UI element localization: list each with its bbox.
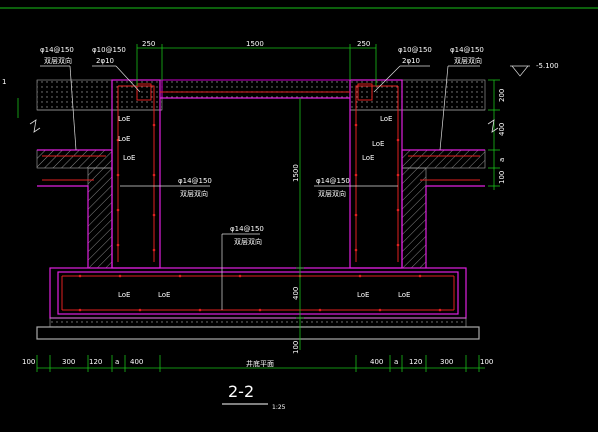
wall-label-right-sub: 双层双向 xyxy=(318,189,346,198)
elevation-label: -5.100 xyxy=(536,62,559,70)
leader-lines xyxy=(40,65,530,310)
bdim-7: a xyxy=(394,358,398,366)
bdim-0: 100 xyxy=(22,358,35,366)
dim-top-1500: 1500 xyxy=(246,40,264,48)
label-right-bar2: φ14@150 xyxy=(450,46,484,54)
loe-label-6: LoE xyxy=(362,154,374,162)
rdim-a: a xyxy=(498,158,506,162)
vdim-400: 400 xyxy=(292,287,300,300)
dim-top-right-250: 250 xyxy=(357,40,370,48)
loe-label-3: LoE xyxy=(123,154,135,162)
loe-label-4: LoE xyxy=(380,115,392,123)
rebar-lines xyxy=(42,83,480,311)
break-marks xyxy=(29,119,499,133)
loe-label-10: LoE xyxy=(398,291,410,299)
label-right-bar1: φ10@150 xyxy=(398,46,432,54)
top-slab xyxy=(161,79,351,99)
rdim-200: 200 xyxy=(498,89,506,102)
blinding-layer xyxy=(49,317,467,328)
vdim-100: 100 xyxy=(292,341,300,354)
hatch-band-right xyxy=(401,149,486,169)
section-title: 2-2 xyxy=(228,382,254,401)
label-left-bar1: φ14@150 xyxy=(40,46,74,54)
label-right-bar1-sub: 2φ10 xyxy=(402,57,420,65)
rdim-400: 400 xyxy=(498,123,506,136)
label-left-bar2-sub: 2φ10 xyxy=(96,57,114,65)
bdim-9: 300 xyxy=(440,358,453,366)
loe-label-2: LoE xyxy=(118,135,130,143)
hatch-band-left xyxy=(36,149,113,169)
bdim-10: 100 xyxy=(480,358,493,366)
wall-label-right: φ14@150 xyxy=(316,177,350,185)
vdim-1500: 1500 xyxy=(292,164,300,182)
edge-mark: 1 xyxy=(2,78,6,86)
dim-top-left-250: 250 xyxy=(142,40,155,48)
bdim-6: 400 xyxy=(370,358,383,366)
wall-label-left: φ14@150 xyxy=(178,177,212,185)
bdim-1: 300 xyxy=(62,358,75,366)
bdim-8: 120 xyxy=(409,358,422,366)
base-label-sub: 双层双向 xyxy=(234,237,262,246)
soil-slab-left xyxy=(36,79,163,111)
wall-label-left-sub: 双层双向 xyxy=(180,189,208,198)
section-scale: 1:25 xyxy=(272,404,286,411)
loe-label-8: LoE xyxy=(158,291,170,299)
wall-hatch-left xyxy=(87,167,113,269)
loe-label-5: LoE xyxy=(372,140,384,148)
bdim-2: 120 xyxy=(89,358,102,366)
base-label: φ14@150 xyxy=(230,225,264,233)
label-right-bar2-sub: 双层双向 xyxy=(454,56,482,65)
label-left-bar2: φ10@150 xyxy=(92,46,126,54)
loe-label-1: LoE xyxy=(118,115,130,123)
loe-label-9: LoE xyxy=(357,291,369,299)
dimension-lines xyxy=(17,44,500,372)
rebar-dots xyxy=(78,123,442,312)
loe-label-7: LoE xyxy=(118,291,130,299)
bdim-4: 400 xyxy=(130,358,143,366)
bdim-5: 井底平面 xyxy=(246,359,274,368)
wall-hatch-right xyxy=(401,167,427,269)
bdim-3: a xyxy=(115,358,119,366)
rdim-100: 100 xyxy=(498,171,506,184)
label-left-bar1-sub: 双层双向 xyxy=(44,56,72,65)
